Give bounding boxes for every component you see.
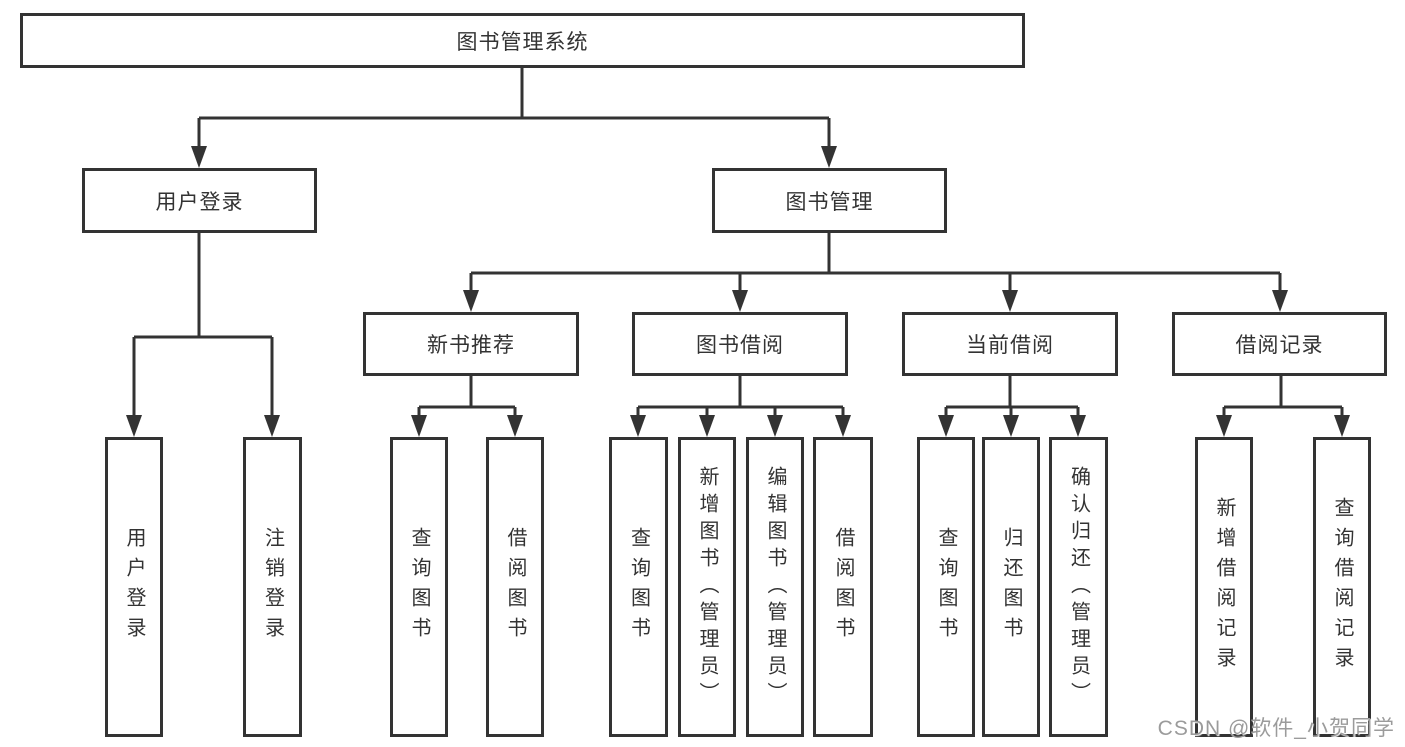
connector-current-to-leaves bbox=[944, 376, 1080, 419]
leaf-label: 查询图书 bbox=[935, 527, 957, 647]
node-label: 图书借阅 bbox=[696, 334, 784, 357]
leaf-borrow-books-2: 借阅图书 bbox=[813, 437, 873, 737]
arrowhead-icon bbox=[1003, 415, 1019, 437]
leaf-label: 借阅图书 bbox=[832, 527, 854, 647]
arrowhead-icon bbox=[630, 415, 646, 437]
arrowhead-icon bbox=[938, 415, 954, 437]
node-user-login: 用户登录 bbox=[82, 168, 317, 233]
arrowhead-icon bbox=[1216, 415, 1232, 437]
arrowhead-icon bbox=[1334, 415, 1350, 437]
leaf-borrow-books-1: 借阅图书 bbox=[486, 437, 544, 737]
arrowheads bbox=[126, 146, 1350, 437]
leaf-label: 确认归还（管理员） bbox=[1067, 465, 1090, 709]
leaf-add-books-admin: 新增图书（管理员） bbox=[678, 437, 736, 737]
connector-borrow-to-leaves bbox=[636, 376, 845, 419]
arrowhead-icon bbox=[821, 146, 837, 168]
leaf-return-books: 归还图书 bbox=[982, 437, 1040, 737]
leaf-label: 借阅图书 bbox=[504, 527, 526, 647]
arrowhead-icon bbox=[732, 290, 748, 312]
leaf-label: 新增图书（管理员） bbox=[696, 465, 718, 709]
connector-newbook-to-leaves bbox=[417, 376, 517, 419]
node-new-book-recommend: 新书推荐 bbox=[363, 312, 579, 376]
node-label: 图书管理 bbox=[785, 190, 874, 214]
arrowhead-icon bbox=[1070, 415, 1086, 437]
node-label: 图书管理系统 bbox=[456, 30, 589, 54]
node-label: 当前借阅 bbox=[966, 334, 1054, 357]
leaf-label: 查询图书 bbox=[408, 527, 430, 647]
leaf-confirm-return-admin: 确认归还（管理员） bbox=[1049, 437, 1108, 737]
connector-records-to-leaves bbox=[1222, 376, 1344, 419]
leaf-label: 用户登录 bbox=[123, 527, 145, 647]
arrowhead-icon bbox=[835, 415, 851, 437]
node-current-borrow: 当前借阅 bbox=[902, 312, 1118, 376]
node-book-borrow: 图书借阅 bbox=[632, 312, 848, 376]
connector-userlogin-to-leaves bbox=[132, 233, 274, 419]
leaf-label: 新增借阅记录 bbox=[1213, 497, 1235, 677]
arrowhead-icon bbox=[767, 415, 783, 437]
node-label: 新书推荐 bbox=[427, 334, 515, 357]
arrowhead-icon bbox=[463, 290, 479, 312]
arrowhead-icon bbox=[191, 146, 207, 168]
leaf-query-books-2: 查询图书 bbox=[609, 437, 668, 737]
node-book-management: 图书管理 bbox=[712, 168, 947, 233]
node-label: 借阅记录 bbox=[1235, 334, 1324, 357]
leaf-label: 查询图书 bbox=[627, 527, 650, 647]
leaf-label: 归还图书 bbox=[1000, 527, 1022, 647]
connector-root-to-level2 bbox=[197, 68, 831, 150]
node-root-library-system: 图书管理系统 bbox=[20, 13, 1025, 68]
arrowhead-icon bbox=[264, 415, 280, 437]
csdn-watermark: CSDN @软件_小贺同学 bbox=[1157, 717, 1395, 740]
arrowhead-icon bbox=[411, 415, 427, 437]
leaf-label: 查询借阅记录 bbox=[1331, 497, 1353, 677]
leaf-query-books-1: 查询图书 bbox=[390, 437, 448, 737]
arrowhead-icon bbox=[126, 415, 142, 437]
leaf-edit-books-admin: 编辑图书（管理员） bbox=[746, 437, 804, 737]
arrowhead-icon bbox=[699, 415, 715, 437]
arrowhead-icon bbox=[1002, 290, 1018, 312]
leaf-query-borrow-record: 查询借阅记录 bbox=[1313, 437, 1371, 737]
leaf-logout: 注销登录 bbox=[243, 437, 302, 737]
leaf-add-borrow-record: 新增借阅记录 bbox=[1195, 437, 1253, 737]
leaf-query-books-3: 查询图书 bbox=[917, 437, 975, 737]
leaf-user-login: 用户登录 bbox=[105, 437, 163, 737]
leaf-label: 注销登录 bbox=[261, 527, 284, 647]
arrowhead-icon bbox=[1272, 290, 1288, 312]
leaf-label: 编辑图书（管理员） bbox=[764, 465, 786, 709]
arrowhead-icon bbox=[507, 415, 523, 437]
connector-bookmgmt-to-level3 bbox=[469, 233, 1282, 294]
node-borrow-records: 借阅记录 bbox=[1172, 312, 1387, 376]
node-label: 用户登录 bbox=[155, 190, 244, 214]
